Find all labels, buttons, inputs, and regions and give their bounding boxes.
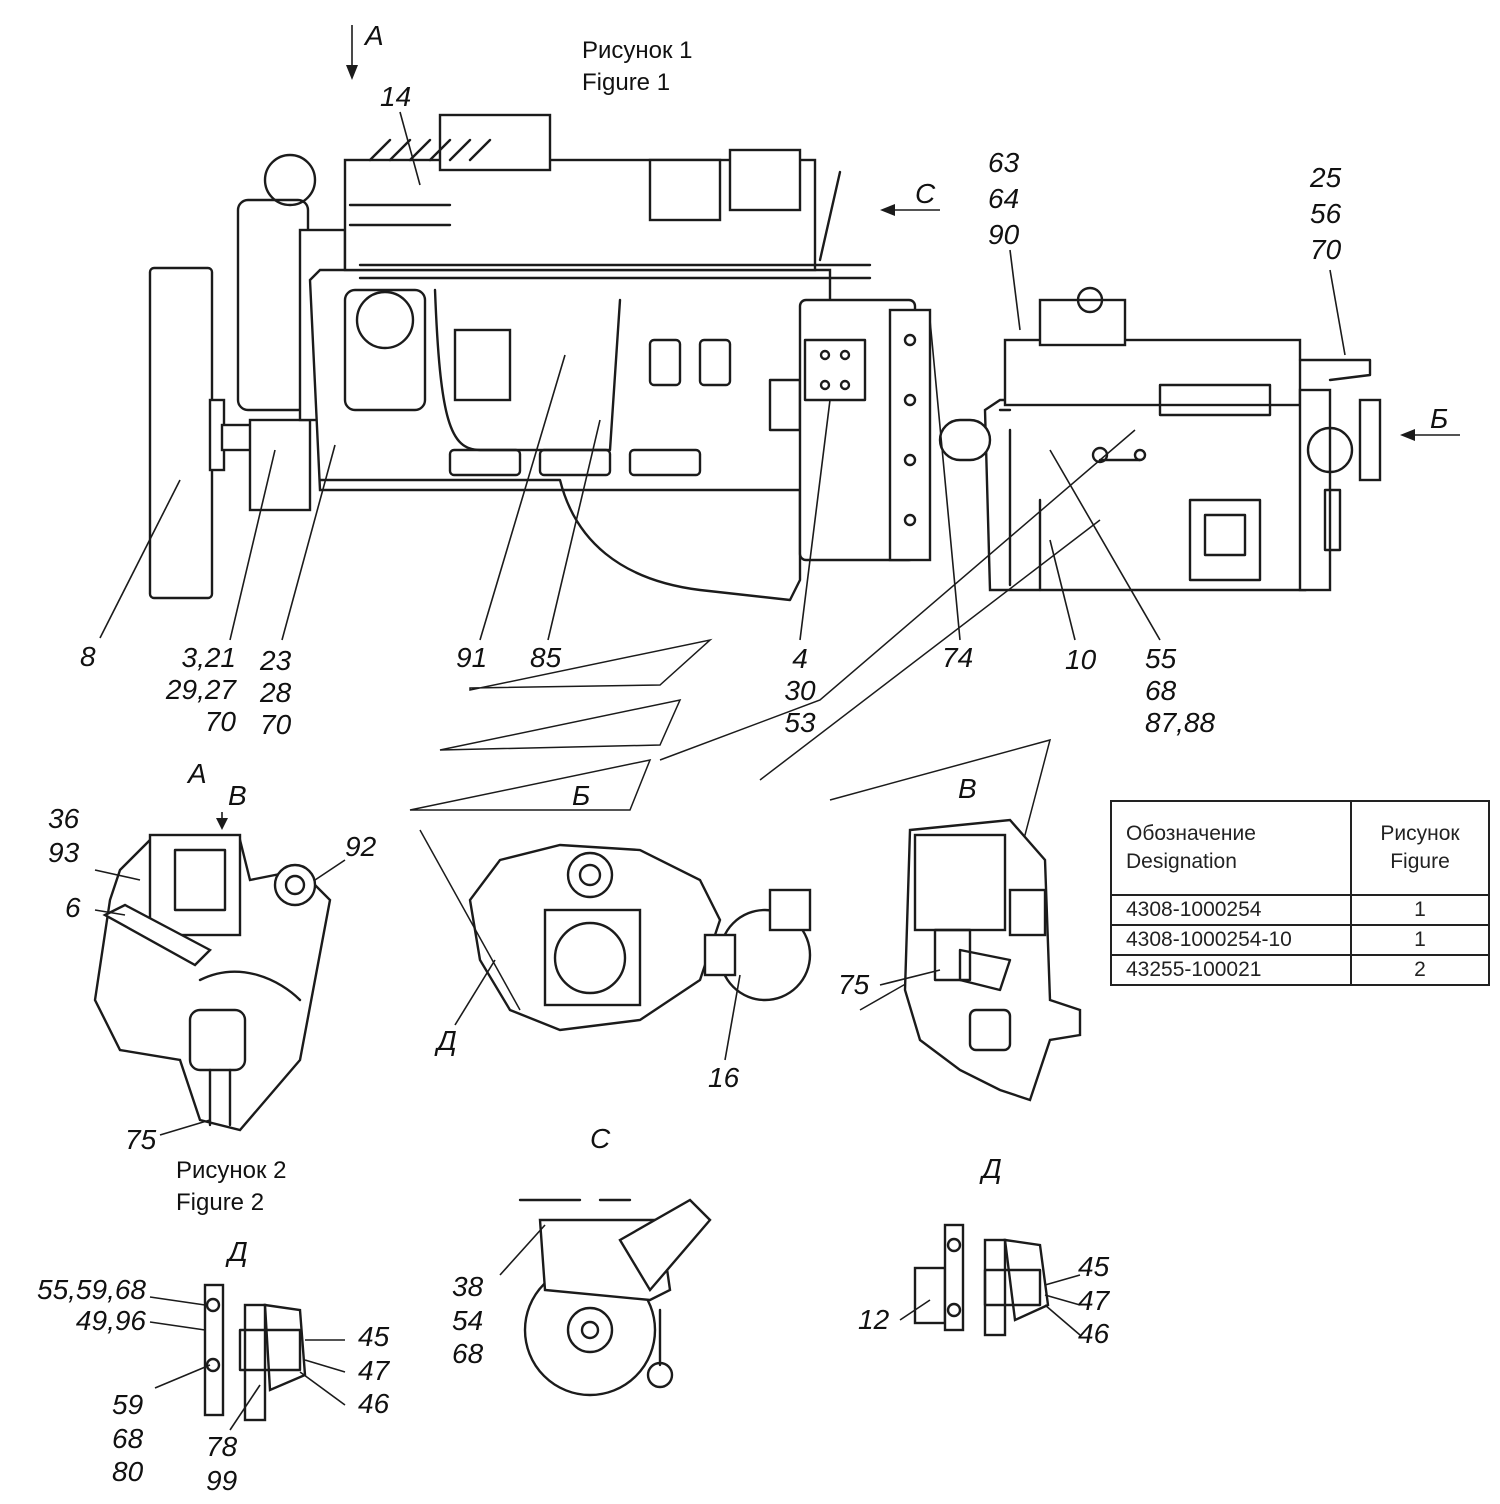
view-v-arrow-label: В <box>228 780 247 811</box>
table-header-row: Обозначение Designation Рисунок Figure <box>1110 800 1490 896</box>
designation-table: Обозначение Designation Рисунок Figure 4… <box>1110 800 1490 986</box>
row-designation: 4308-1000254-10 <box>1110 924 1352 956</box>
row-figure: 1 <box>1350 924 1490 956</box>
view-b-rear-detail <box>409 429 1136 1061</box>
header-designation: Обозначение Designation <box>1110 800 1352 896</box>
view-d-left-title: Д <box>228 1236 248 1267</box>
view-v-side-detail <box>879 818 1082 1102</box>
label-45-47-46-right: 45 47 46 <box>1078 1251 1110 1350</box>
label-4-30-53: 4 30 53 <box>784 643 816 739</box>
label-59-68-80: 59 68 80 <box>112 1389 144 1488</box>
header-figure: Рисунок Figure <box>1350 800 1490 896</box>
label-85: 85 <box>530 642 562 673</box>
label-12: 12 <box>858 1304 890 1335</box>
view-v-title: В <box>958 773 977 804</box>
view-d-marker: Д <box>437 1025 457 1056</box>
engine-gearbox-side-view <box>148 113 1382 602</box>
table-row: 4308-1000254 1 <box>1110 894 1490 926</box>
view-b-arrow-label: Б <box>1430 403 1449 434</box>
label-14: 14 <box>380 81 412 112</box>
figure2-caption: Рисунок 2 Figure 2 <box>176 1157 287 1217</box>
label-23-28-70: 23 28 70 <box>260 645 292 741</box>
label-36-93: 36 93 <box>48 803 80 868</box>
label-8: 8 <box>80 641 96 672</box>
label-38-54-68: 38 54 68 <box>452 1271 484 1370</box>
label-6: 6 <box>65 892 81 923</box>
table-row: 43255-100021 2 <box>1110 954 1490 986</box>
label-91: 91 <box>456 642 488 673</box>
label-45-47-46-left: 45 47 46 <box>358 1321 390 1420</box>
view-c-title: C <box>590 1123 611 1154</box>
label-75-view-a: 75 <box>125 1124 157 1155</box>
label-92: 92 <box>345 831 377 862</box>
view-a-arrow-label: A <box>365 20 384 51</box>
view-a-front-detail <box>93 812 346 1136</box>
label-74: 74 <box>942 642 974 673</box>
row-figure: 2 <box>1350 954 1490 986</box>
label-3-21-29-27-70: 3,21 29,27 70 <box>165 642 236 738</box>
row-designation: 43255-100021 <box>1110 954 1352 986</box>
view-d-left-detail <box>149 1283 346 1431</box>
row-figure: 1 <box>1350 894 1490 926</box>
figure1-leaders <box>99 25 1460 641</box>
label-55-68-87-88: 55 68 87,88 <box>1145 643 1216 739</box>
view-d-right-title: Д <box>982 1153 1002 1184</box>
label-55-59-68-49-96: 55,59,68 49,96 <box>37 1274 146 1336</box>
table-row: 4308-1000254-10 1 <box>1110 924 1490 956</box>
row-designation: 4308-1000254 <box>1110 894 1352 926</box>
label-10: 10 <box>1065 644 1097 675</box>
label-75-view-v: 75 <box>838 969 870 1000</box>
view-d-right-detail <box>899 1223 1081 1337</box>
view-b-title: Б <box>572 780 591 811</box>
view-a-title: A <box>188 758 207 789</box>
label-63-64-90: 63 64 90 <box>988 147 1020 250</box>
figure1-caption: Рисунок 1 Figure 1 <box>582 37 693 97</box>
view-c-bottom-detail <box>499 1198 712 1397</box>
label-25-56-70: 25 56 70 <box>1310 162 1342 265</box>
view-c-arrow-label: C <box>915 178 936 209</box>
label-78-99: 78 99 <box>206 1431 238 1496</box>
label-16: 16 <box>708 1062 740 1093</box>
